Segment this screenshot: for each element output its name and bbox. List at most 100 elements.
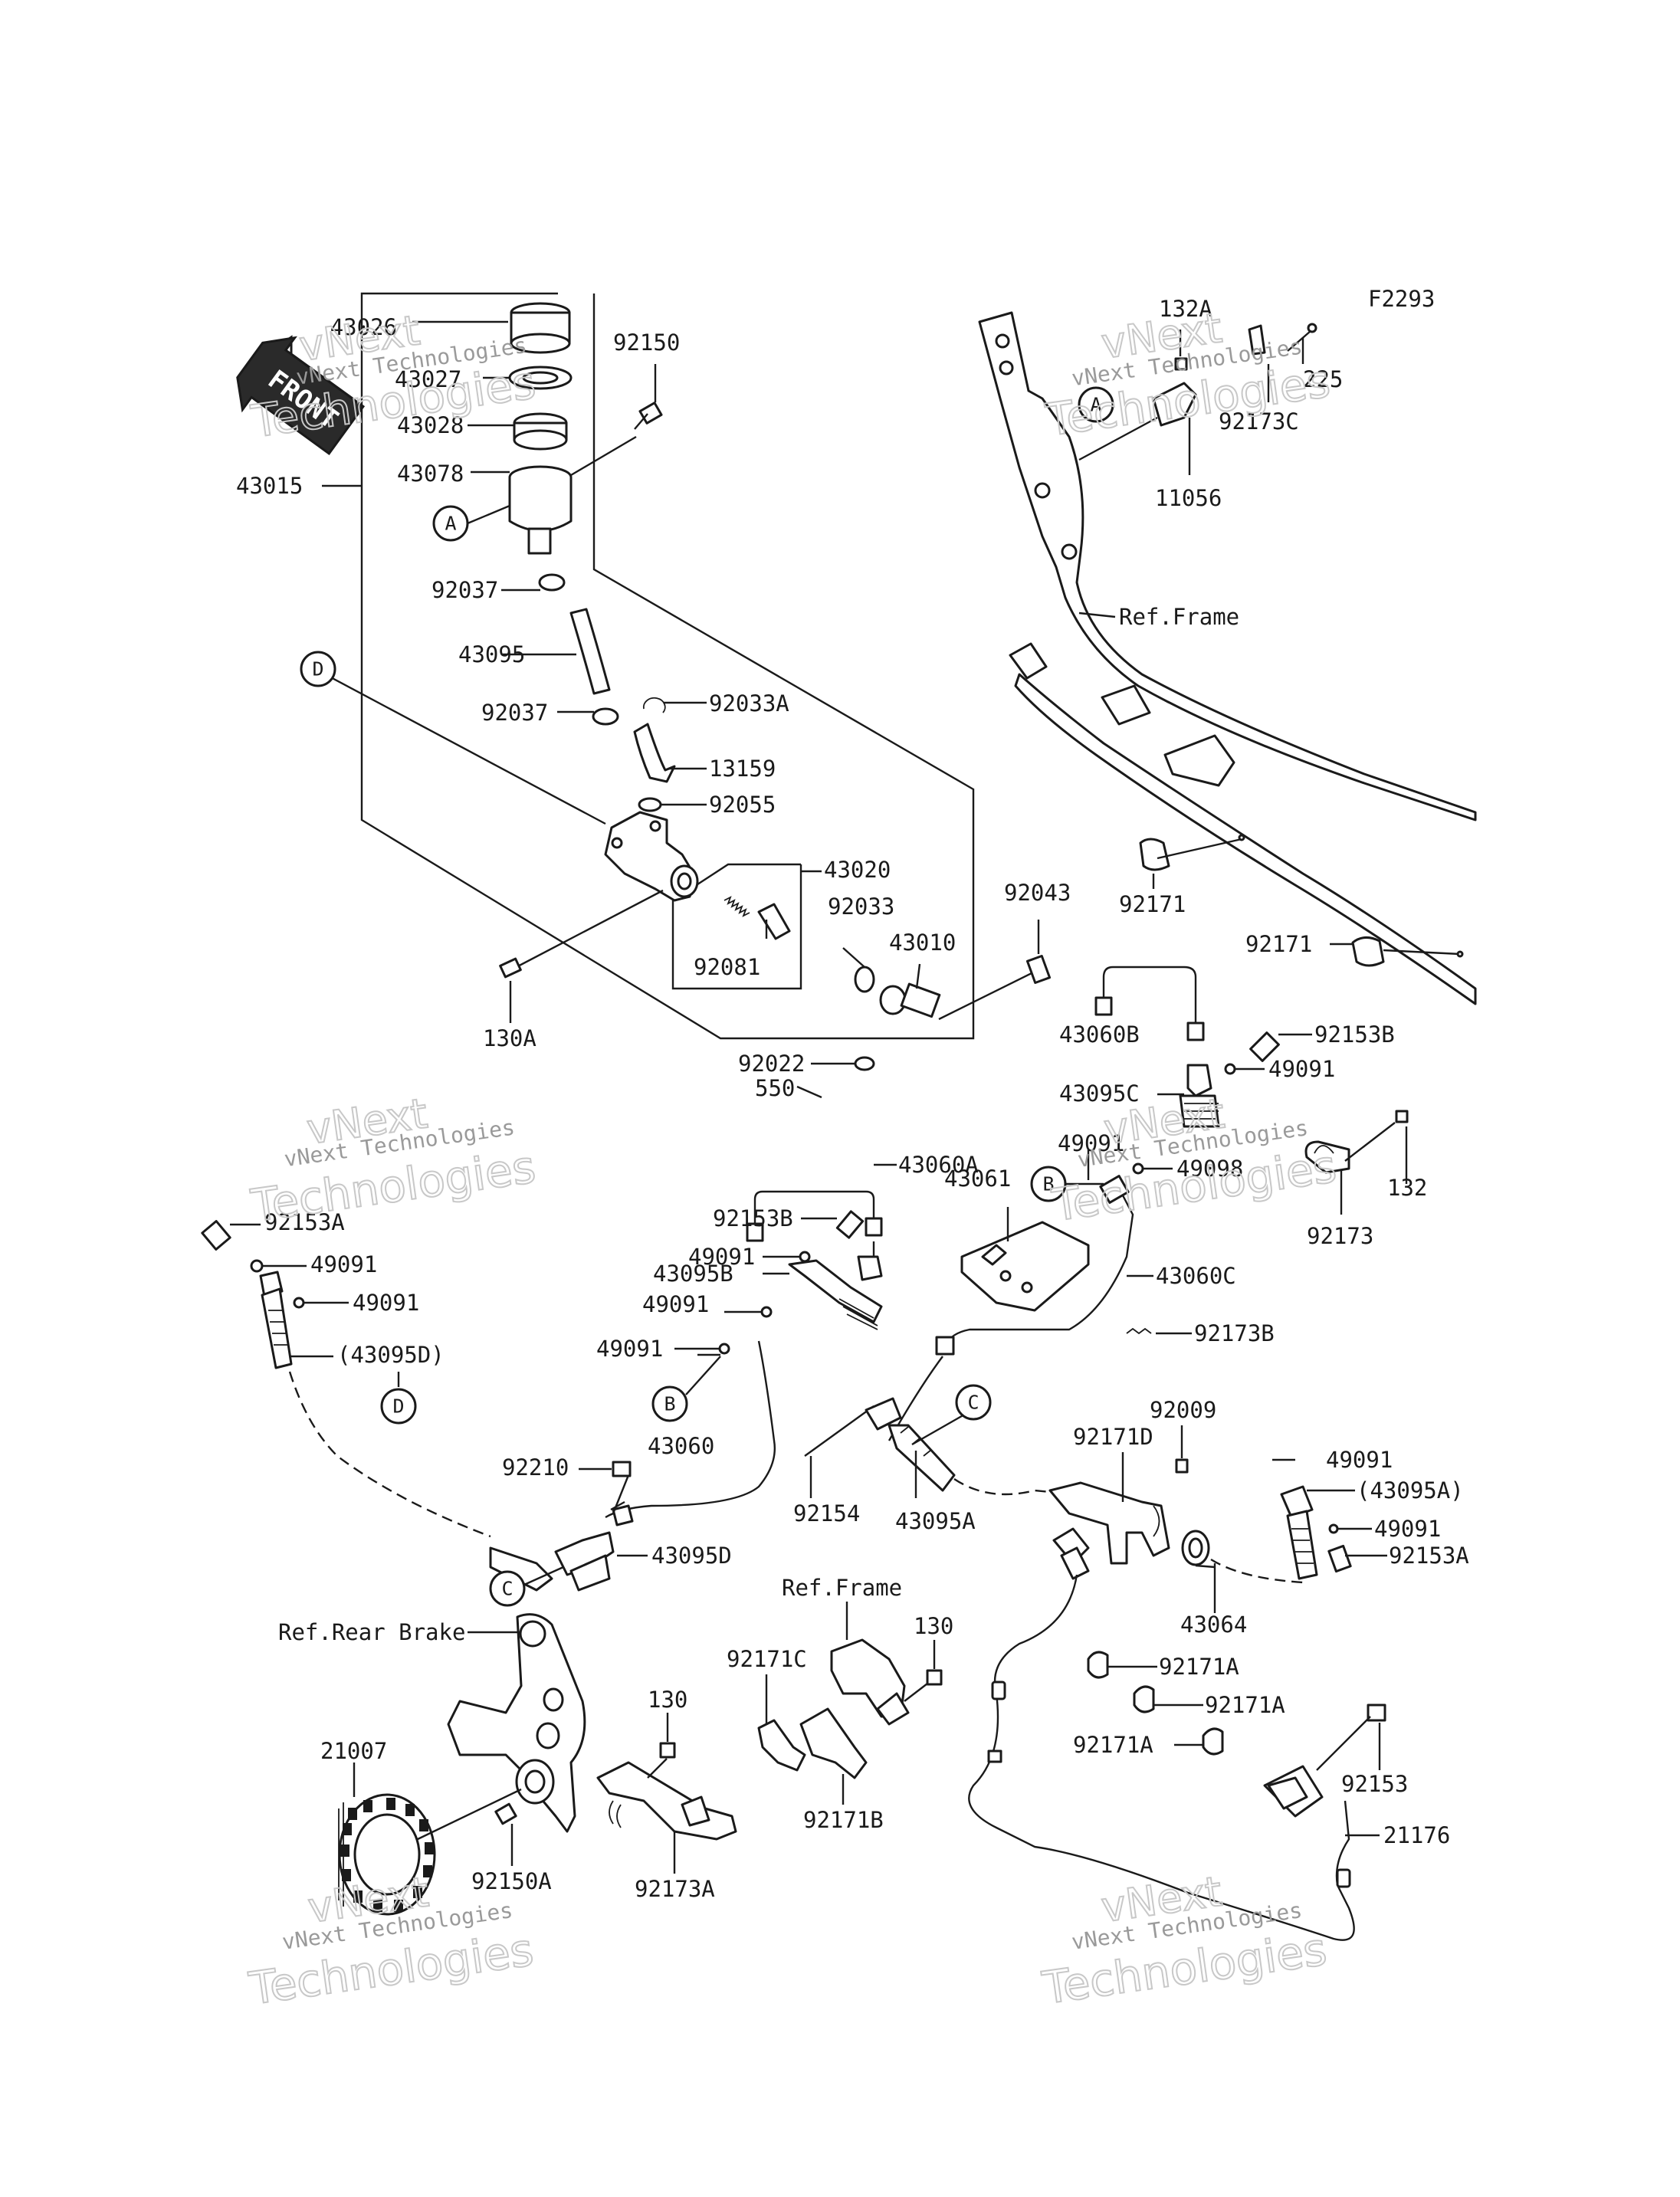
label-130A: 130A [483,1025,536,1051]
label-92150: 92150 [613,330,680,356]
label-225: 225 [1303,366,1343,392]
label-92043: 92043 [1004,880,1071,906]
callout-C1: C [489,1566,564,1607]
svg-text:A: A [1090,394,1101,416]
label-21007: 21007 [320,1738,387,1764]
label-92173B: 92173B [1194,1320,1275,1346]
label-92153: 92153 [1341,1771,1408,1797]
master-cylinder-group [322,292,1052,1099]
label-ref-frame-lower: Ref.Frame [782,1575,902,1601]
svg-text:B: B [1042,1173,1054,1195]
label-43026: 43026 [330,314,397,340]
rotor-group [338,1602,943,1916]
label-43060: 43060 [648,1433,714,1459]
label-43020: 43020 [824,857,891,883]
figure-code: F2293 [1368,286,1435,312]
label-43095D: 43095D [651,1543,732,1569]
label-92171A-3: 92171A [1073,1732,1153,1758]
label-92081: 92081 [694,954,760,980]
callout-B2: B [1030,1166,1067,1202]
svg-text:C: C [501,1578,513,1600]
svg-text:D: D [392,1395,404,1418]
label-43095C: 43095C [1059,1080,1140,1107]
label-43095A: 43095A [895,1508,976,1534]
label-43061: 43061 [944,1166,1011,1192]
callout-A1: A [432,504,510,542]
label-43095B: 43095B [653,1261,733,1287]
label-49091-rr-2: 49091 [1374,1516,1441,1542]
label-43060B: 43060B [1059,1021,1140,1048]
label-43064: 43064 [1180,1612,1247,1638]
label-43078: 43078 [397,461,464,487]
label-92022: 92022 [738,1051,805,1077]
svg-text:C: C [967,1392,979,1414]
label-130-right: 130 [914,1613,953,1639]
label-92171D: 92171D [1073,1424,1153,1450]
label-49091-rr-1: 49091 [1326,1447,1393,1473]
label-92033A: 92033A [709,690,789,716]
label-132: 132 [1387,1175,1427,1201]
label-43027: 43027 [395,366,461,392]
label-49098: 49098 [1176,1156,1243,1182]
label-43095: 43095 [458,641,525,667]
label-130-mid: 130 [648,1687,687,1713]
label-92154: 92154 [793,1500,860,1526]
label-43095D-paren: (43095D) [337,1342,445,1368]
label-49091-mid-1: 49091 [688,1244,755,1270]
watermark-bottom-right: vNext vNext Technologies Technologies [1039,1867,1331,2015]
callout-C2: C [955,1384,992,1421]
callout-D2: D [380,1388,417,1425]
label-92171A-2: 92171A [1205,1692,1285,1718]
label-49091-right-2: 49091 [1058,1130,1124,1156]
label-92171-right: 92171 [1245,931,1312,957]
label-49091-mid-3: 49091 [596,1336,663,1362]
label-92037-upper: 92037 [431,577,498,603]
label-92173A: 92173A [635,1876,715,1902]
label-49091-mid-2: 49091 [642,1291,709,1317]
svg-text:D: D [312,658,323,680]
label-92037-lower: 92037 [481,700,548,726]
label-550: 550 [755,1075,795,1101]
svg-text:B: B [664,1393,675,1415]
label-92173C: 92173C [1219,408,1299,434]
label-92153B-right: 92153B [1314,1021,1395,1048]
frame-group [978,311,1477,1005]
label-43060A: 43060A [898,1152,979,1178]
svg-text:A: A [445,513,456,535]
label-92153A-right: 92153A [1389,1543,1469,1569]
label-ref-rear-brake: Ref.Rear Brake [278,1619,465,1645]
label-13159: 13159 [709,756,776,782]
label-92055: 92055 [709,792,776,818]
label-92171A-1: 92171A [1159,1654,1239,1680]
brake-pipes-group [201,966,1409,1592]
label-21176: 21176 [1383,1822,1450,1848]
callout-D1: D [300,651,336,687]
label-43060C: 43060C [1156,1263,1236,1289]
label-43015: 43015 [236,473,303,499]
label-43095A-paren: (43095A) [1357,1477,1464,1503]
label-11056: 11056 [1155,485,1222,511]
label-92153B-mid: 92153B [713,1205,793,1231]
label-49091-right-1: 49091 [1268,1056,1335,1082]
label-92153A-left: 92153A [264,1209,345,1235]
label-92033: 92033 [828,894,894,920]
label-43010: 43010 [889,930,956,956]
abs-group [968,1425,1387,1941]
label-43028: 43028 [397,412,464,438]
label-92009: 92009 [1150,1397,1216,1423]
label-92173: 92173 [1307,1223,1373,1249]
watermark-mid-left: vNext vNext Technologies Technologies [247,1088,539,1232]
label-49091-left-1: 49091 [310,1251,377,1277]
label-92210: 92210 [502,1454,569,1481]
callout-B1: B [651,1356,721,1422]
label-92171-left: 92171 [1119,891,1186,917]
label-ref-frame-upper: Ref.Frame [1119,604,1239,630]
part-labels: 43026 43027 43028 43078 43015 92150 9203… [236,296,1469,1902]
label-92171C: 92171C [727,1646,807,1672]
label-92171B: 92171B [803,1807,884,1833]
label-92150A: 92150A [471,1868,552,1894]
callout-A2: A [1078,386,1114,423]
label-49091-left-2: 49091 [353,1290,419,1316]
label-132A: 132A [1159,296,1212,322]
